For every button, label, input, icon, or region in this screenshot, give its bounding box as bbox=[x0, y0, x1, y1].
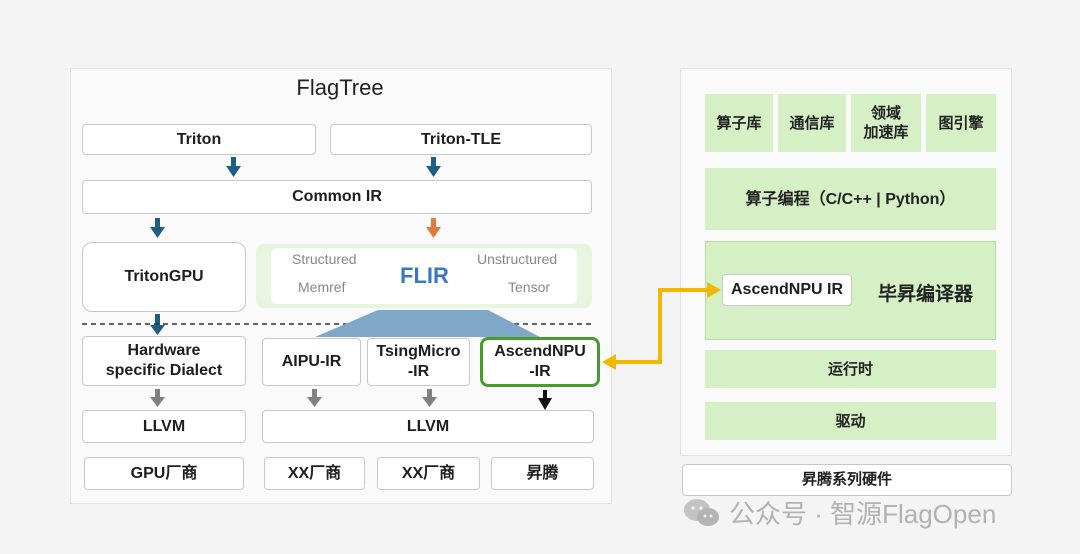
flagtree-title: FlagTree bbox=[296, 75, 384, 100]
ascendnpu-ir-node: AscendNPU IR bbox=[722, 274, 852, 306]
triton-box: Triton bbox=[82, 124, 316, 155]
flir-title: FLIR bbox=[400, 263, 449, 288]
runtime-box: 运行时 bbox=[705, 350, 996, 388]
watermark: 公众号 · 智源FlagOpen bbox=[683, 494, 996, 531]
ascendnpu-ir-line1: AscendNPU bbox=[494, 343, 586, 360]
bisheng-compiler-label: 毕昇编译器 bbox=[878, 284, 974, 305]
aipu-ir-box: AIPU-IR bbox=[262, 338, 361, 386]
common-ir-box: Common IR bbox=[82, 180, 592, 214]
tsingmicro-ir-box: TsingMicro -IR bbox=[367, 338, 470, 386]
triton-tle-box: Triton-TLE bbox=[330, 124, 592, 155]
flir-structured: Structured bbox=[292, 251, 357, 267]
flir-unstructured: Unstructured bbox=[477, 251, 558, 267]
driver-box: 驱动 bbox=[705, 402, 996, 440]
hardware-dialect-box: Hardware specific Dialect bbox=[82, 336, 246, 386]
llvm-left-box: LLVM bbox=[82, 410, 246, 443]
flir-memref: Memref bbox=[298, 279, 346, 295]
flir-tensor: Tensor bbox=[508, 279, 551, 295]
vendor-xx-box-1: XX厂商 bbox=[264, 457, 365, 490]
hardware-dialect-line2: specific Dialect bbox=[105, 362, 223, 379]
lib-communication: 通信库 bbox=[778, 94, 846, 152]
lib-graph-engine: 图引擎 bbox=[926, 94, 996, 152]
tsingmicro-ir-line2: -IR bbox=[407, 363, 430, 380]
operator-programming: 算子编程（C/C++ | Python） bbox=[705, 168, 996, 230]
watermark-text: 公众号 · 智源FlagOpen bbox=[729, 499, 997, 529]
vendor-gpu-box: GPU厂商 bbox=[84, 457, 244, 490]
hardware-dialect-line1: Hardware bbox=[127, 342, 201, 359]
lib-operator: 算子库 bbox=[705, 94, 773, 152]
tsingmicro-ir-line1: TsingMicro bbox=[376, 343, 461, 360]
ascend-hardware-box: 昇腾系列硬件 bbox=[682, 464, 1012, 496]
flir-inner bbox=[271, 248, 577, 304]
vendor-xx-box-2: XX厂商 bbox=[377, 457, 480, 490]
wechat-icon bbox=[684, 498, 719, 526]
lib-domain-accel: 领域 加速库 bbox=[851, 94, 921, 152]
llvm-right-box: LLVM bbox=[262, 410, 594, 443]
tritongpu-box: TritonGPU bbox=[82, 242, 246, 312]
ascendnpu-ir-box: AscendNPU -IR bbox=[480, 337, 600, 387]
vendor-ascend-box: 昇腾 bbox=[491, 457, 594, 490]
ascendnpu-ir-line2: -IR bbox=[529, 363, 551, 380]
